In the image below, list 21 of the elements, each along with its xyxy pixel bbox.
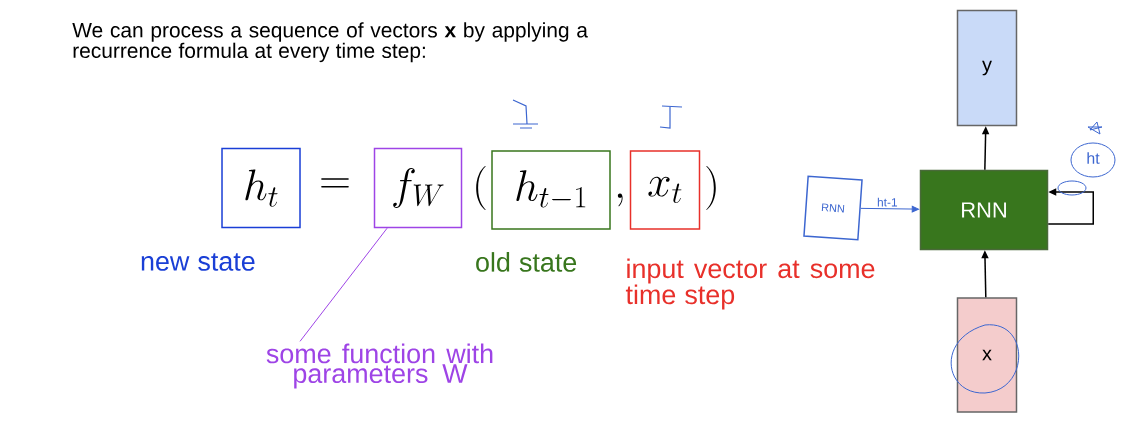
formula-symbol: $,$	[617, 193, 623, 207]
leader-line	[299, 227, 388, 342]
output-box: y	[956, 9, 1018, 127]
edge-label: ht-1	[877, 197, 898, 207]
loop-arrow	[1047, 188, 1094, 225]
arrow	[860, 205, 919, 213]
formula-symbol: $($	[476, 166, 486, 210]
formula-box: $h_t$	[221, 147, 301, 229]
handwritten-box: RNN	[803, 175, 863, 241]
heading-text: We can process a sequence of vectors x by applying a recurrence formula at every time step:	[72, 22, 588, 63]
formula-box: $f_W$	[373, 147, 463, 229]
annotation-text: some function with parameters W	[266, 343, 493, 389]
caption-text: new state	[141, 253, 255, 271]
formula-symbol: $=$	[321, 178, 349, 188]
formula-box: $x_t$	[629, 150, 701, 230]
formula-box: $h_{t-1}$	[491, 150, 611, 230]
caption-text: old state	[476, 252, 577, 272]
input-box: x	[956, 297, 1018, 413]
handwritten-label: ht	[1087, 152, 1100, 164]
caption-text: input vector at some time step	[625, 258, 875, 310]
rnn-box: RNN	[919, 169, 1049, 251]
